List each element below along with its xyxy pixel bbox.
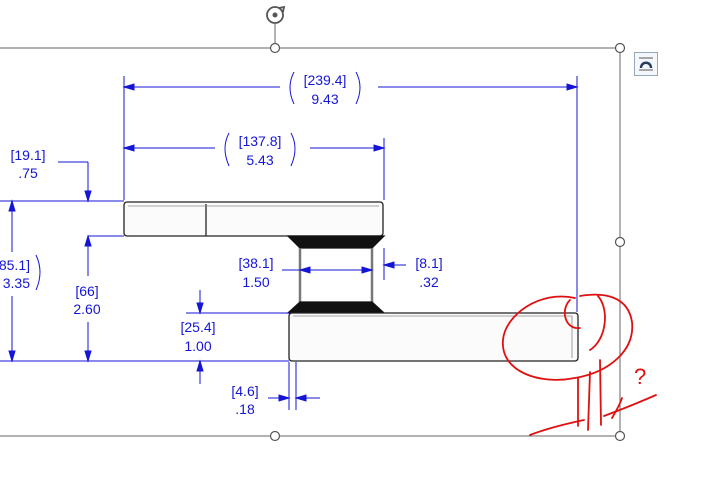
resize-handle-bottom-right[interactable]	[614, 430, 626, 442]
dim-inner-height-inch: 2.60	[73, 301, 100, 317]
dim-top-bar-width-inch: 5.43	[246, 152, 273, 168]
part-outline	[123, 201, 579, 362]
dim-neck-width: [38.1] 1.50	[238, 255, 273, 290]
dim-overall-width-inch: 9.43	[311, 91, 338, 107]
dim-right-gap: [8.1] .32	[415, 255, 442, 290]
resize-handle-bottom-center[interactable]	[269, 430, 281, 442]
dim-right-gap-inch: .32	[419, 274, 439, 290]
resize-handle-top-center[interactable]	[269, 42, 281, 54]
dim-base-offset-inch: .18	[235, 401, 255, 417]
dim-left-height-inch: 3.35	[3, 275, 30, 291]
extension-lines	[0, 76, 578, 410]
resize-handle-top-right[interactable]	[614, 42, 626, 54]
dim-neck-width-mm: [38.1]	[238, 255, 273, 271]
dim-base-thickness: [25.4] 1.00	[180, 319, 215, 354]
dim-top-bar-width: [137.8] 5.43	[224, 132, 296, 168]
dim-left-height: 85.1] 3.35	[0, 254, 41, 291]
dim-left-thickness-mm: [19.1]	[10, 147, 45, 163]
dim-overall-width-mm: [239.4]	[304, 72, 347, 88]
dim-base-offset: [4.6] .18	[231, 383, 258, 417]
question-mark: ?	[634, 364, 646, 389]
red-markup	[502, 293, 657, 436]
layout-options-icon	[639, 57, 653, 71]
resize-handles[interactable]	[269, 42, 626, 442]
dim-left-thickness: [19.1] .75	[10, 147, 45, 181]
layout-options-button[interactable]	[634, 52, 658, 76]
dim-base-thickness-inch: 1.00	[184, 338, 211, 354]
dim-inner-height: [66] 2.60	[73, 283, 100, 317]
dim-neck-width-inch: 1.50	[242, 274, 269, 290]
resize-handle-middle-right[interactable]	[614, 236, 626, 248]
dim-base-thickness-mm: [25.4]	[180, 319, 215, 335]
dim-right-gap-mm: [8.1]	[415, 255, 442, 271]
dimension-lines	[8, 83, 579, 402]
dim-overall-width: [239.4] 9.43	[289, 71, 361, 107]
dim-left-height-mm: 85.1]	[0, 257, 30, 273]
dim-top-bar-width-mm: [137.8]	[239, 133, 282, 149]
dim-base-offset-mm: [4.6]	[231, 383, 258, 399]
dim-inner-height-mm: [66]	[75, 283, 98, 299]
dim-left-thickness-inch: .75	[18, 165, 38, 181]
rotate-icon[interactable]	[266, 5, 286, 24]
